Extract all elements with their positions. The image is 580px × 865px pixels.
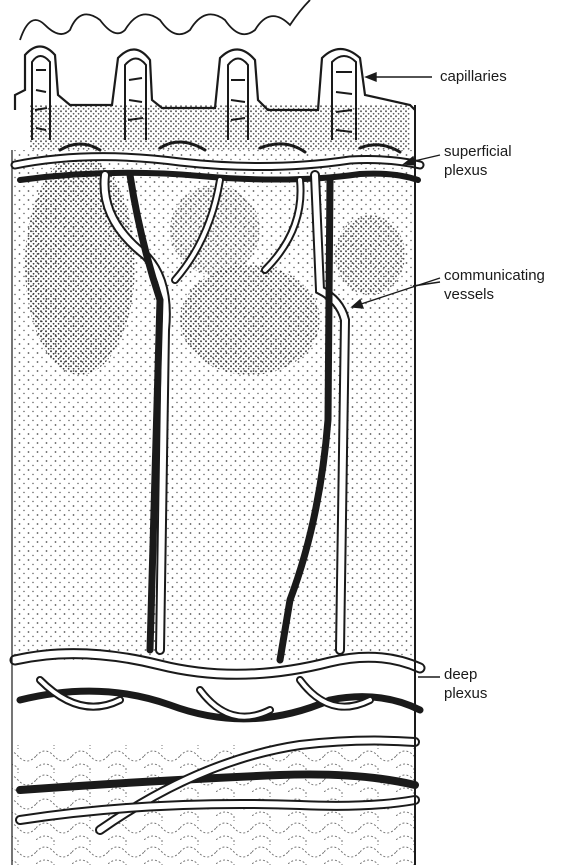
- arrowhead-icon: [366, 73, 376, 81]
- label-communicating-vessels: communicating vessels: [444, 266, 545, 304]
- label-superficial-plexus: superficial plexus: [444, 142, 512, 180]
- epidermis-surface: [20, 0, 310, 40]
- dense-stipple-patch: [335, 215, 405, 295]
- dense-stipple-patch: [25, 155, 135, 375]
- label-capillaries: capillaries: [440, 67, 507, 86]
- label-deep-plexus: deep plexus: [444, 665, 487, 703]
- dense-stipple-patch: [180, 265, 320, 375]
